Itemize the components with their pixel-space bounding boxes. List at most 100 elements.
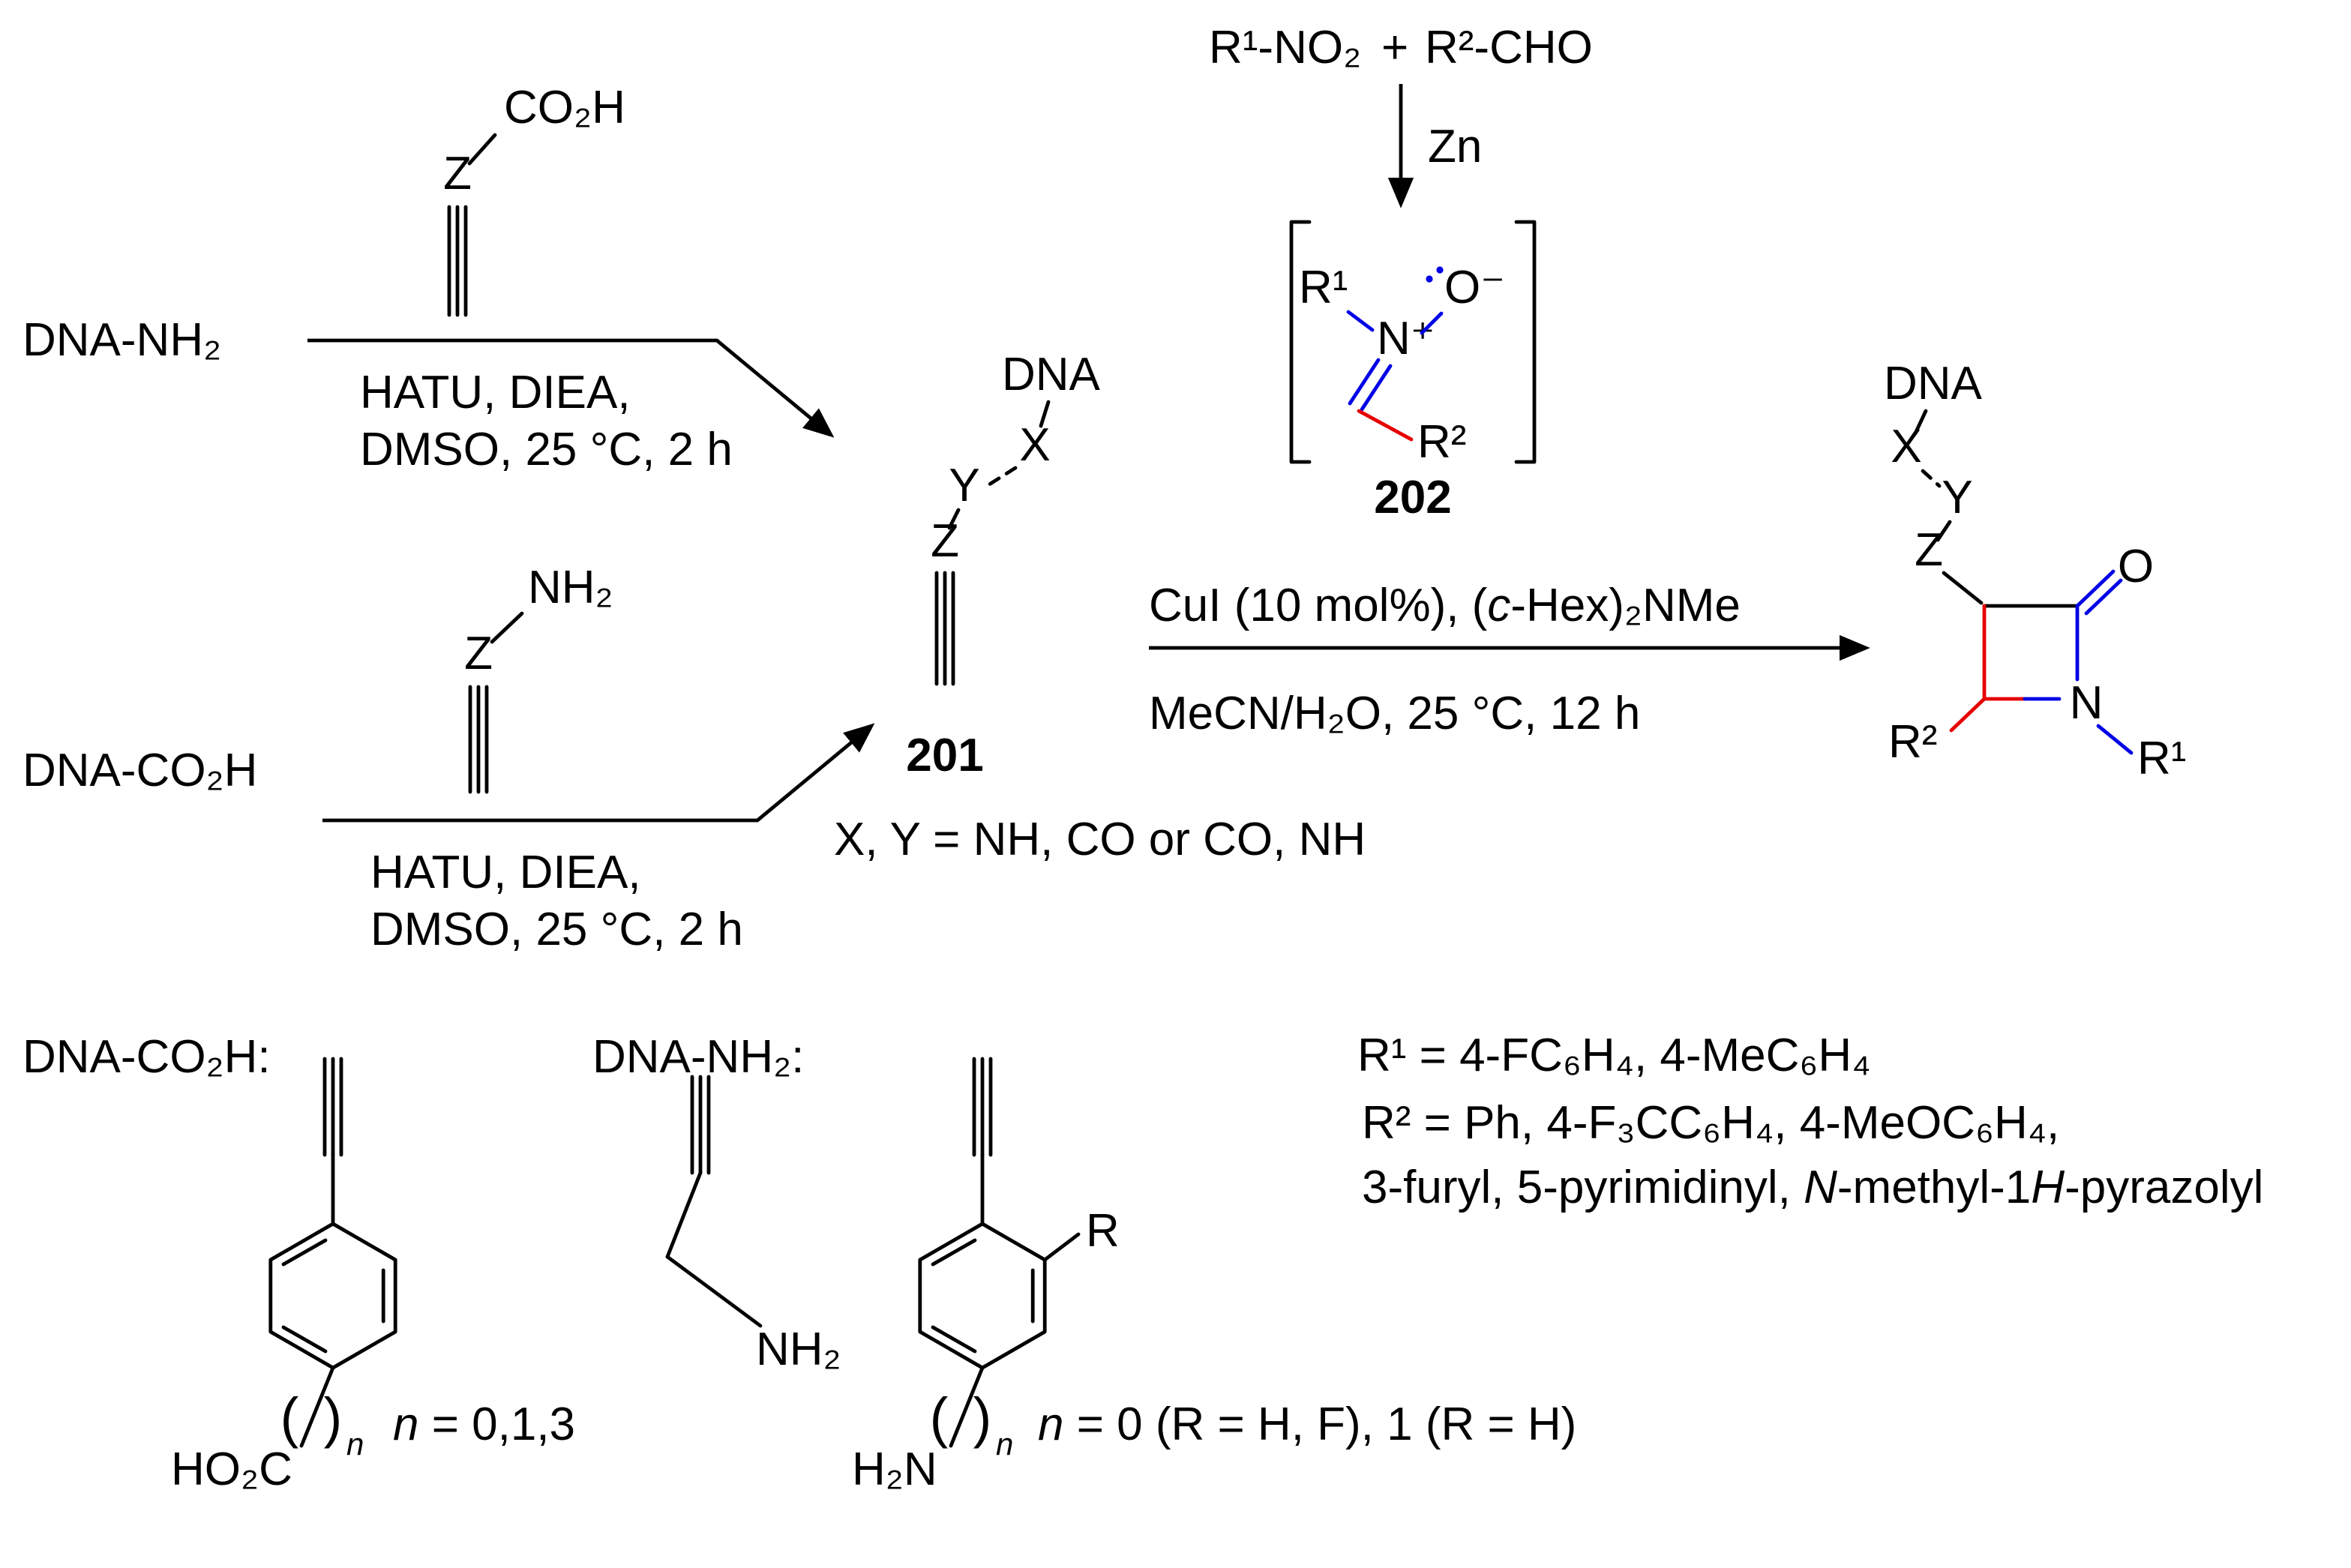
triple-bond [934, 571, 955, 686]
r2-def-italic-n: N [1804, 1162, 1837, 1213]
repeat-n-subscript: n [346, 1426, 364, 1462]
r2-cho-label: R²-CHO [1425, 22, 1593, 73]
plus-sign: + [1381, 22, 1408, 73]
n-values-co2h: n = 0,1,3 [393, 1399, 575, 1450]
lone-pair-dot [1426, 275, 1433, 283]
o-minus-label: O⁻ [1444, 262, 1505, 313]
repeat-paren-open: ( [280, 1387, 299, 1449]
double-bond-line [1348, 358, 1381, 406]
amide-coupling-top: HATU, DIEA, DMSO, 25 °C, 2 h [307, 338, 835, 475]
variable-bond-dashed [1921, 469, 1942, 488]
r2-def-part: -methyl-1 [1837, 1162, 2031, 1213]
ho2c-label: HO₂C [171, 1444, 292, 1495]
z-label: Z [1915, 524, 1943, 576]
zinc-reduction-arrow: Zn [1387, 84, 1482, 208]
r2-definition-line2: 3-furyl, 5-pyrimidinyl, N-methyl-1H-pyra… [1362, 1162, 2263, 1213]
triple-bond [690, 1075, 711, 1175]
variable-bond-dashed [985, 466, 1018, 488]
r1-label: R¹ [2137, 733, 2186, 784]
repeat-paren-close: ) [973, 1387, 992, 1449]
conditions-line2: DMSO, 25 °C, 2 h [370, 904, 743, 955]
carbonyl-double-bond-line [2084, 578, 2123, 616]
benzene-double-bonds [931, 1238, 1035, 1354]
nitrone-reagents: R¹-NO₂ + R²-CHO [1209, 22, 1593, 73]
bond [665, 1171, 703, 1259]
co2h-label: CO₂H [504, 82, 625, 133]
dna-co2h-reactant-label: DNA-CO₂H [22, 745, 257, 796]
legend-dna-co2h: DNA-CO₂H: ( ) n HO₂C n = 0,1,3 [22, 1031, 575, 1495]
compound-number-202: 202 [1374, 472, 1451, 523]
dna-nh2-legend-title: DNA-NH₂: [592, 1031, 804, 1083]
dna-label: DNA [1002, 349, 1101, 400]
bond [467, 133, 497, 166]
legend-dna-nh2: DNA-NH₂: NH₂ R ( ) n H₂N n = 0 (R = H, F… [592, 1031, 1576, 1495]
compound-number-201: 201 [906, 730, 983, 781]
bond-to-r [1042, 1232, 1081, 1262]
y-label: Y [949, 460, 979, 511]
bond-n-r1 [2096, 724, 2134, 755]
r2-def-part: -pyrazolyl [2065, 1162, 2263, 1213]
nitrone-202-structure: R¹ N⁺ O⁻ R² 202 [1289, 220, 1537, 523]
bond-repeat-unit [949, 1366, 985, 1448]
bond [1420, 311, 1444, 335]
z-linker-label: Z [464, 628, 493, 679]
r-substituent-label: R [1086, 1205, 1120, 1257]
ring-n-label: N [2070, 677, 2104, 729]
r1-no2-label: R¹-NO₂ [1209, 22, 1361, 73]
h2n-label: H₂N [852, 1444, 937, 1495]
r2-def-italic-h: H [2031, 1162, 2065, 1213]
n-values-text: = 0,1,3 [418, 1399, 575, 1450]
n-values-text: = 0 (R = H, F), 1 (R = H) [1063, 1399, 1576, 1450]
conditions-line2: DMSO, 25 °C, 2 h [360, 424, 733, 475]
xy-definition-note: X, Y = NH, CO or CO, NH [834, 814, 1366, 865]
r-group-definitions: R¹ = 4-FC₆H₄, 4-MeC₆H₄ R² = Ph, 4-F₃CC₆H… [1357, 1030, 2263, 1213]
alkyne-acid-structure: CO₂H Z [443, 82, 625, 317]
triple-bond [447, 205, 468, 317]
triple-bond [972, 1057, 993, 1157]
nh2-label: NH₂ [756, 1324, 841, 1375]
repeat-n-subscript: n [996, 1426, 1013, 1462]
z-label: Z [931, 515, 959, 567]
amide-coupling-bottom: HATU, DIEA, DMSO, 25 °C, 2 h [322, 723, 875, 955]
reaction-arrow [307, 338, 835, 438]
repeat-paren-open: ( [930, 1387, 949, 1449]
n-symbol: n [393, 1399, 418, 1450]
repeat-paren-close: ) [324, 1387, 343, 1449]
conditions-italic-c: c [1487, 580, 1510, 631]
bracket-right [1514, 220, 1537, 464]
kinugasa-conditions-below: MeCN/H₂O, 25 °C, 12 h [1149, 688, 1640, 739]
conditions-line1: HATU, DIEA, [360, 367, 631, 418]
n-values-nh2: n = 0 (R = H, F), 1 (R = H) [1038, 1399, 1576, 1450]
kinugasa-reaction: CuI (10 mol%), (c-Hex)₂NMe MeCN/H₂O, 25 … [1149, 580, 1870, 739]
r2-definition-line1: R² = Ph, 4-F₃CC₆H₄, 4-MeOC₆H₄, [1362, 1097, 2059, 1149]
bond [1936, 520, 1952, 542]
nh2-label: NH₂ [528, 562, 613, 613]
triple-bond [468, 685, 489, 794]
bracket-left [1289, 220, 1312, 464]
n-plus-label: N⁺ [1377, 313, 1435, 364]
r2-def-part: 3-furyl, 5-pyrimidinyl, [1362, 1162, 1804, 1213]
r1-label: R¹ [1299, 262, 1348, 313]
dna-label: DNA [1884, 358, 1983, 409]
beta-lactam-product-structure: DNA X Y Z O N R¹ R² [1884, 358, 2186, 784]
y-label: Y [1942, 472, 1972, 523]
bond-c4-r2 [1949, 697, 1987, 733]
bond [490, 611, 524, 644]
bond [1039, 400, 1051, 428]
r2-label: R² [1888, 716, 1937, 768]
bond [1346, 310, 1375, 332]
intermediate-201-structure: DNA X Y Z 201 X, Y = NH, CO or CO, NH [834, 349, 1366, 865]
benzene-double-bonds [281, 1238, 385, 1354]
bond [947, 508, 961, 530]
r1-definition: R¹ = 4-FC₆H₄, 4-MeC₆H₄ [1357, 1030, 1871, 1081]
bond [1942, 571, 1984, 605]
carbonyl-double-bond-line [2075, 569, 2116, 608]
kinugasa-conditions-above: CuI (10 mol%), (c-Hex)₂NMe [1149, 580, 1741, 631]
n-symbol: n [1038, 1399, 1063, 1450]
conditions-part: -Hex)₂NMe [1510, 580, 1741, 631]
double-bond-line [1360, 364, 1393, 412]
benzene-ring [918, 1222, 1047, 1370]
x-label: X [1019, 419, 1050, 471]
